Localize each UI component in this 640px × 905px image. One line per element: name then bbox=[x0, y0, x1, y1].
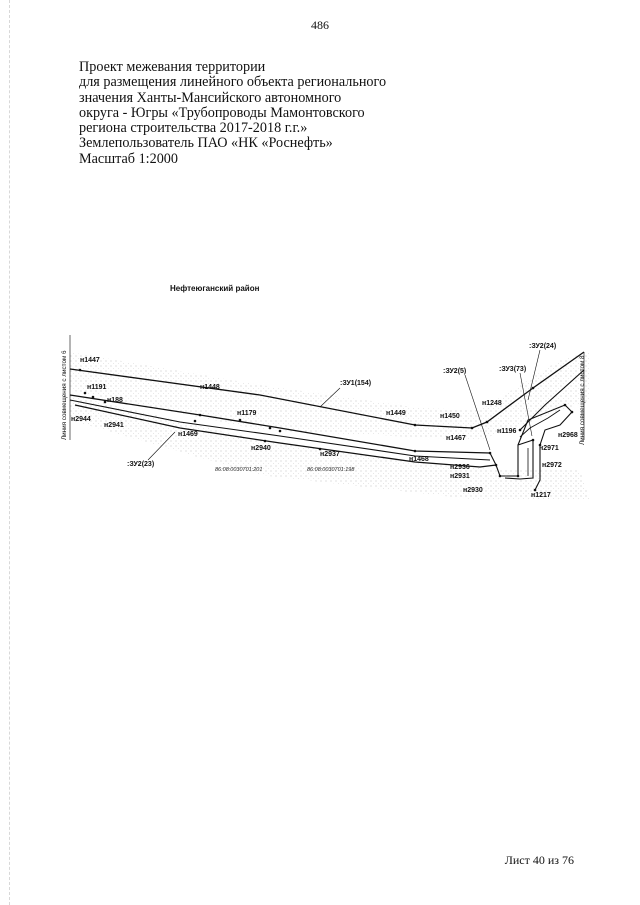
boundary-zu3 bbox=[517, 404, 573, 491]
leader-zu2-5 bbox=[464, 374, 491, 451]
district-title: Нефтеюганский район bbox=[170, 284, 260, 293]
point-label-n1448: н1448 bbox=[200, 384, 220, 391]
cadastral-label: 86:08:0030701:198 bbox=[307, 467, 355, 473]
parcel-label-zu1: :ЗУ1(154) bbox=[340, 380, 371, 387]
page-number: 486 bbox=[311, 18, 329, 32]
point-label-n1196: н1196 bbox=[497, 428, 517, 435]
left-edge-label: Линия совмещения с листом 6 bbox=[61, 350, 68, 440]
point-label-n1449: н1449 bbox=[386, 410, 406, 417]
point-label-n2931: н2931 bbox=[450, 473, 470, 480]
parcel-label-zu2-24: :ЗУ2(24) bbox=[529, 343, 556, 350]
document-header: Проект межевания территории для размещен… bbox=[79, 59, 387, 167]
boundary-zu1-bottom bbox=[69, 394, 491, 454]
left-margin-line bbox=[9, 0, 10, 905]
boundary-zu2-bottom bbox=[74, 404, 497, 468]
point-label-n2930: н2930 bbox=[463, 487, 483, 494]
header-scale: Масштаб 1:2000 bbox=[79, 150, 178, 167]
header-line: Землепользователь ПАО «НК «Роснефть» bbox=[79, 135, 333, 152]
header-line: для размещения линейного объекта региона… bbox=[79, 74, 387, 91]
point-label-n1468: н1468 bbox=[409, 456, 429, 463]
header-line: округа - Югры «Трубопроводы Мамонтовског… bbox=[79, 104, 365, 121]
stipple-area-upper bbox=[70, 352, 590, 440]
vertex-markers bbox=[78, 368, 574, 492]
point-label-n2940: н2940 bbox=[251, 445, 271, 452]
point-label-n2941: н2941 bbox=[104, 422, 124, 429]
sheet-number: Лист 40 из 76 bbox=[504, 853, 574, 867]
boundary-zu2-top bbox=[69, 399, 491, 461]
leader-zu2-24 bbox=[527, 349, 541, 401]
point-label-n1217: н1217 bbox=[531, 492, 551, 499]
header-line: значения Ханты-Мансийского автономного bbox=[79, 89, 342, 106]
point-label-n2944: н2944 bbox=[71, 416, 91, 423]
leader-zu2-23 bbox=[147, 431, 176, 461]
point-label-n188: н188 bbox=[107, 397, 123, 404]
parcel-label-zu2-23: :ЗУ2(23) bbox=[127, 461, 154, 468]
point-label-n1469: н1469 bbox=[178, 431, 198, 438]
stipple-area-lower bbox=[70, 395, 590, 500]
boundary-zu3-inner bbox=[519, 409, 561, 438]
point-label-n2937: н2937 bbox=[320, 451, 340, 458]
right-edge-label: Линия совмещения с листом 8 bbox=[579, 355, 586, 445]
header-line: региона строительства 2017-2018 г.г.» bbox=[79, 120, 308, 137]
parcel-label-zu3-73: :ЗУ3(73) bbox=[499, 366, 526, 373]
parcel-label-zu2-5: :ЗУ2(5) bbox=[443, 368, 466, 375]
point-label-n2971: н2971 bbox=[539, 445, 559, 452]
header-line: Проект межевания территории bbox=[79, 59, 266, 75]
leader-zu1 bbox=[319, 387, 341, 408]
point-label-n1179: н1179 bbox=[237, 410, 257, 417]
point-label-n1467: н1467 bbox=[446, 435, 466, 442]
point-label-n2936: н2936 bbox=[450, 464, 470, 471]
boundary-zu2-24 bbox=[519, 369, 585, 431]
cadastral-label: 86:08:0030701:201 bbox=[215, 467, 262, 473]
survey-map: Нефтеюганский район :ЗУ1(154) :ЗУ2(23) :… bbox=[61, 284, 590, 500]
point-label-n1191: н1191 bbox=[87, 384, 107, 391]
point-label-n1248: н1248 bbox=[482, 400, 502, 407]
leader-zu3 bbox=[519, 372, 533, 437]
point-label-n2972: н2972 bbox=[542, 462, 562, 469]
point-label-n2968: н2968 bbox=[558, 432, 578, 439]
point-label-n1450: н1450 bbox=[440, 413, 460, 420]
point-label-n1447: н1447 bbox=[80, 357, 100, 364]
